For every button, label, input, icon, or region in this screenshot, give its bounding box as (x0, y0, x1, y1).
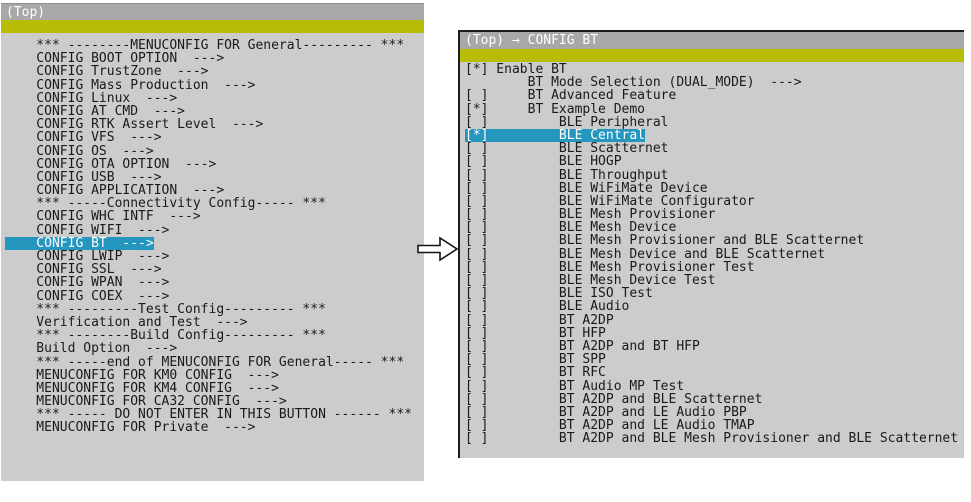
menu-item[interactable]: CONFIG WIFI ---> (5, 223, 170, 237)
menu-item[interactable]: [ ] BT A2DP and BT HFP (465, 339, 700, 354)
menu-item-selected[interactable]: CONFIG BT ---> (5, 236, 154, 250)
top-menu-panel: (Top) *** --------MENUCONFIG FOR General… (1, 3, 424, 481)
menu-item[interactable]: *** --------MENUCONFIG FOR General------… (5, 39, 405, 53)
menu-item[interactable]: CONFIG OS ---> (5, 144, 154, 158)
menu-item[interactable]: [ ] BT Audio MP Test (465, 379, 685, 393)
menu-item[interactable]: [ ] BLE Scatternet (465, 142, 669, 156)
menu-item[interactable]: [ ] BLE WiFiMate Configurator (465, 194, 755, 209)
menu-item[interactable]: CONFIG OTA OPTION ---> (5, 157, 217, 171)
breadcrumb: (Top) (1, 3, 424, 20)
config-bt-submenu-panel: (Top) → CONFIG BT [*] Enable BT BT Mode … (458, 30, 964, 458)
menu-item[interactable]: CONFIG SSL ---> (5, 263, 162, 277)
menu-item[interactable]: *** -----Connectivity Config----- *** (5, 197, 326, 211)
menu-item[interactable]: [ ] BLE Mesh Device Test (465, 274, 716, 288)
menu-item[interactable]: *** ----- DO NOT ENTER IN THIS BUTTON --… (5, 408, 412, 422)
menu-item[interactable]: [ ] BLE Mesh Provisioner Test (465, 260, 755, 274)
menu-item[interactable]: Build Option ---> (5, 342, 178, 356)
menu-item[interactable]: CONFIG LWIP ---> (5, 250, 170, 264)
menu-item[interactable]: CONFIG VFS ---> (5, 131, 162, 145)
menu-item[interactable]: CONFIG WHC INTF ---> (5, 210, 201, 224)
menu-item-selected[interactable]: [*] BLE Central (465, 128, 646, 143)
menu-item[interactable]: [ ] BLE Mesh Device and BLE Scatternet (465, 247, 826, 261)
menu-item[interactable]: *** -----end of MENUCONFIG FOR General--… (5, 355, 405, 369)
menu-item[interactable]: CONFIG APPLICATION ---> (5, 184, 225, 198)
menu-item[interactable]: [*] BT Example Demo (465, 102, 646, 116)
menu-item[interactable]: [ ] BLE Peripheral (465, 115, 669, 129)
menu-item[interactable]: [ ] BT RFC (465, 366, 606, 380)
menu-item[interactable]: BT Mode Selection (DUAL_MODE) ---> (465, 76, 802, 90)
menu-item[interactable]: CONFIG AT CMD ---> (5, 104, 186, 119)
separator-bar (460, 49, 964, 62)
menu-item[interactable]: [ ] BT A2DP and LE Audio PBP (465, 405, 747, 420)
menu-item[interactable]: MENUCONFIG FOR KM4 CONFIG ---> (5, 381, 279, 396)
menu-item[interactable]: CONFIG Linux ---> (5, 91, 178, 105)
menu-item[interactable]: [*] Enable BT (465, 63, 567, 77)
menu-item[interactable]: [ ] BLE ISO Test (465, 287, 653, 301)
menu-item[interactable]: MENUCONFIG FOR Private ---> (5, 421, 256, 435)
menu-list: *** --------MENUCONFIG FOR General------… (1, 33, 424, 435)
menu-list: [*] Enable BT BT Mode Selection (DUAL_MO… (460, 62, 964, 445)
menu-item[interactable]: [ ] BT Advanced Feature (465, 89, 677, 103)
menu-item[interactable]: CONFIG TrustZone ---> (5, 65, 209, 79)
menu-item[interactable]: CONFIG WPAN ---> (5, 276, 170, 290)
menu-item[interactable]: [ ] BT A2DP and LE Audio TMAP (465, 419, 755, 433)
menu-item[interactable]: [ ] BT A2DP and BLE Mesh Provisioner and… (465, 432, 959, 446)
menu-item[interactable]: [ ] BT HFP (465, 326, 606, 340)
menu-item[interactable]: [ ] BLE HOGP (465, 155, 622, 169)
menu-item[interactable]: [ ] BT A2DP (465, 313, 614, 327)
menu-item[interactable]: [ ] BLE Audio (465, 300, 630, 314)
menu-item[interactable]: [ ] BLE WiFiMate Device (465, 181, 708, 195)
menu-item[interactable]: CONFIG Mass Production ---> (5, 78, 256, 92)
menu-item[interactable]: CONFIG BOOT OPTION ---> (5, 52, 225, 66)
menu-item[interactable]: [ ] BLE Mesh Provisioner (465, 208, 716, 222)
breadcrumb: (Top) → CONFIG BT (460, 32, 964, 49)
menu-item[interactable]: MENUCONFIG FOR KM0 CONFIG ---> (5, 368, 279, 382)
menu-item[interactable]: MENUCONFIG FOR CA32 CONFIG ---> (5, 395, 287, 409)
right-arrow-icon (417, 236, 459, 262)
menu-item[interactable]: [ ] BLE Throughput (465, 168, 669, 182)
separator-bar (1, 20, 424, 33)
menu-item[interactable]: *** --------Build Config--------- *** (5, 329, 326, 343)
menu-item[interactable]: CONFIG USB ---> (5, 170, 162, 185)
menu-item[interactable]: CONFIG RTK Assert Level ---> (5, 118, 264, 132)
menu-item[interactable]: [ ] BT A2DP and BLE Scatternet (465, 392, 763, 406)
menu-item[interactable]: CONFIG COEX ---> (5, 289, 170, 303)
menu-item[interactable]: *** ---------Test Config--------- *** (5, 302, 326, 316)
menu-item[interactable]: [ ] BLE Mesh Provisioner and BLE Scatter… (465, 234, 865, 248)
menu-item[interactable]: [ ] BLE Mesh Device (465, 221, 677, 235)
menu-item[interactable]: [ ] BT SPP (465, 353, 606, 367)
menu-item[interactable]: Verification and Test ---> (5, 315, 248, 330)
